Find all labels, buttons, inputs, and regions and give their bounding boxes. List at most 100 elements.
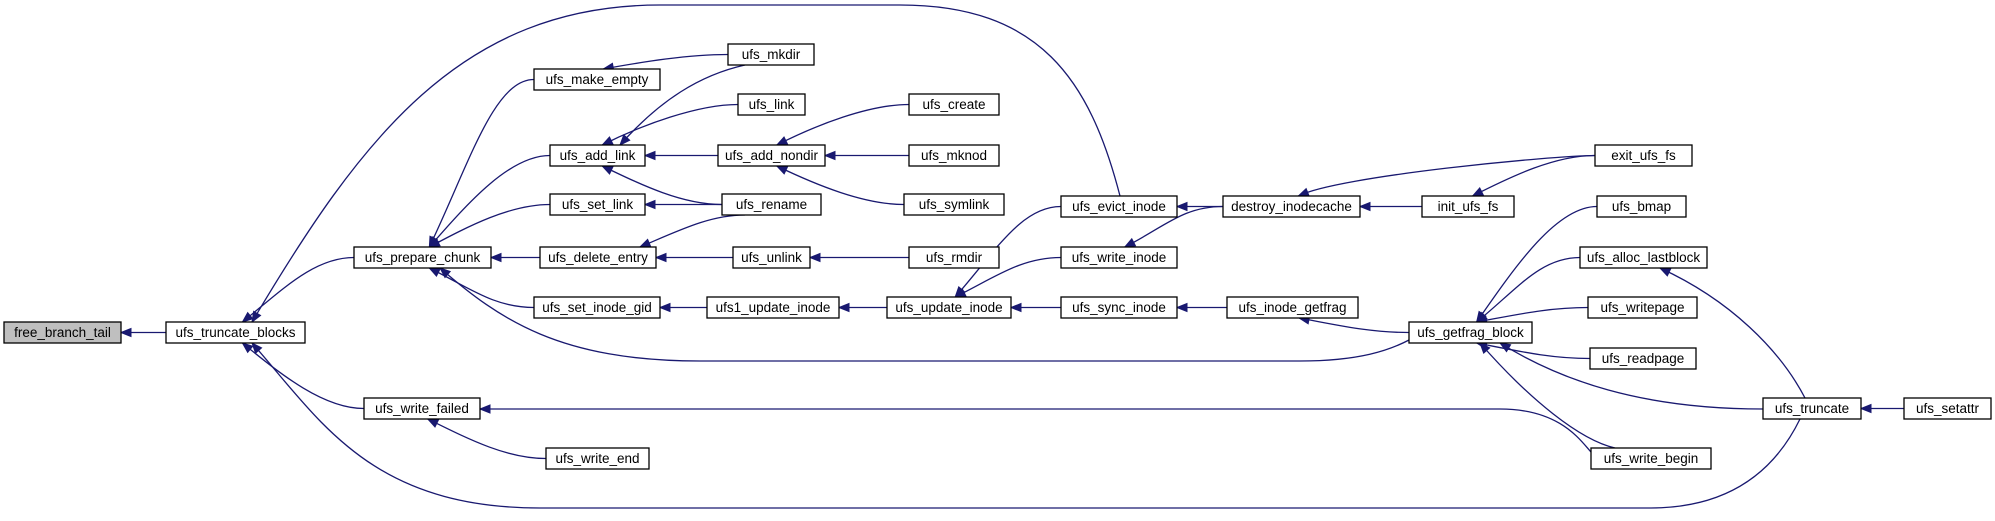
- node-ufs-set-link[interactable]: ufs_set_link: [549, 193, 646, 216]
- node-label: ufs_sync_inode: [1072, 300, 1166, 315]
- arrowhead-icon: [601, 136, 614, 146]
- edge-ufs_add_link-to-ufs_add_nondir: [643, 150, 718, 161]
- arrowhead-icon: [643, 199, 656, 210]
- edge-line: [603, 53, 729, 70]
- node-box: [908, 144, 1000, 167]
- node-ufs-truncate-blocks[interactable]: ufs_truncate_blocks: [165, 321, 306, 344]
- node-ufs-evict-inode[interactable]: ufs_evict_inode: [1060, 195, 1178, 218]
- edge-line: [1476, 205, 1598, 323]
- arrowhead-icon: [1175, 201, 1188, 212]
- node-ufs-mkdir[interactable]: ufs_mkdir: [727, 43, 815, 66]
- edge-line: [776, 165, 905, 206]
- node-ufs-rename[interactable]: ufs_rename: [721, 193, 822, 216]
- edge-ufs_prepare_chunk-to-ufs_delete_entry: [489, 252, 540, 263]
- arrowhead-icon: [1175, 302, 1188, 313]
- node-ufs-writepage[interactable]: ufs_writepage: [1587, 296, 1698, 319]
- edge-ufs_sync_inode-to-ufs_inode_getfrag: [1175, 302, 1227, 313]
- node-ufs-prepare-chunk[interactable]: ufs_prepare_chunk: [353, 246, 492, 269]
- node-ufs-make-empty[interactable]: ufs_make_empty: [533, 68, 661, 91]
- node-label: ufs_add_link: [560, 148, 636, 163]
- node-ufs-add-nondir[interactable]: ufs_add_nondir: [717, 144, 826, 167]
- node-init-ufs-fs[interactable]: init_ufs_fs: [1421, 195, 1515, 218]
- arrowhead-icon: [251, 341, 263, 355]
- arrowhead-icon: [658, 302, 671, 313]
- node-ufs-add-link[interactable]: ufs_add_link: [549, 144, 646, 167]
- edge-line: [776, 103, 910, 146]
- edge-line: [428, 78, 535, 248]
- node-ufs-write-end[interactable]: ufs_write_end: [545, 447, 650, 470]
- arrowhead-icon: [1479, 341, 1491, 354]
- edge-line: [251, 342, 1801, 509]
- node-ufs-link[interactable]: ufs_link: [737, 93, 806, 116]
- node-ufs-sync-inode[interactable]: ufs_sync_inode: [1060, 296, 1178, 319]
- node-ufs-unlink[interactable]: ufs_unlink: [732, 246, 811, 269]
- node-ufs-write-begin[interactable]: ufs_write_begin: [1590, 447, 1712, 470]
- node-ufs-truncate[interactable]: ufs_truncate: [1762, 397, 1862, 420]
- edge-line: [427, 418, 547, 460]
- edge-ufs_add_link-to-ufs_link: [601, 103, 739, 146]
- node-box: [1060, 246, 1178, 269]
- node-ufs-rmdir[interactable]: ufs_rmdir: [908, 246, 1000, 269]
- arrowhead-icon: [428, 267, 441, 277]
- node-label: ufs_link: [749, 97, 795, 112]
- node-exit-ufs-fs[interactable]: exit_ufs_fs: [1594, 144, 1693, 167]
- edge-line: [439, 267, 1410, 362]
- node-free-branch-tail[interactable]: free_branch_tail: [3, 321, 122, 344]
- node-label: ufs_update_inode: [895, 300, 1002, 315]
- edge-line: [1298, 154, 1596, 197]
- node-label: ufs_writepage: [1600, 300, 1684, 315]
- edge-destroy_inodecache-to-init_ufs_fs: [1358, 201, 1422, 212]
- node-ufs-setattr[interactable]: ufs_setattr: [1903, 397, 1992, 420]
- arrowhead-icon: [489, 252, 502, 263]
- node-ufs-mknod[interactable]: ufs_mknod: [908, 144, 1000, 167]
- node-ufs1-update-inode[interactable]: ufs1_update_inode: [706, 296, 840, 319]
- node-ufs-create[interactable]: ufs_create: [908, 93, 1000, 116]
- node-label: ufs_inode_getfrag: [1238, 300, 1346, 315]
- node-ufs-set-inode-gid[interactable]: ufs_set_inode_gid: [533, 296, 661, 319]
- node-ufs-symlink[interactable]: ufs_symlink: [903, 193, 1005, 216]
- node-destroy-inodecache[interactable]: destroy_inodecache: [1222, 195, 1361, 218]
- arrowhead-icon: [823, 150, 836, 161]
- edge-line: [601, 165, 723, 206]
- node-ufs-delete-entry[interactable]: ufs_delete_entry: [539, 246, 657, 269]
- node-ufs-write-inode[interactable]: ufs_write_inode: [1060, 246, 1178, 269]
- node-ufs-update-inode[interactable]: ufs_update_inode: [886, 296, 1012, 319]
- node-box: [545, 447, 650, 470]
- node-ufs-inode-getfrag[interactable]: ufs_inode_getfrag: [1226, 296, 1359, 319]
- edge-line: [1472, 154, 1596, 197]
- node-box: [533, 296, 661, 319]
- call-graph-edges: [119, 4, 1904, 509]
- edge-ufs_write_failed-to-ufs_write_begin: [478, 404, 1592, 453]
- node-box: [1903, 397, 1992, 420]
- edge-line: [1499, 342, 1764, 410]
- node-ufs-alloc-lastblock[interactable]: ufs_alloc_lastblock: [1579, 246, 1708, 269]
- edge-line: [428, 154, 551, 248]
- node-ufs-bmap[interactable]: ufs_bmap: [1596, 195, 1687, 218]
- call-graph-nodes: free_branch_tail ufs_truncate_blocks ufs_p…: [3, 43, 1992, 470]
- edge-ufs_delete_entry-to-ufs_rename: [638, 214, 746, 248]
- arrowhead-icon: [837, 302, 850, 313]
- node-label: free_branch_tail: [14, 325, 111, 340]
- arrowhead-icon: [478, 404, 491, 414]
- edge-ufs_write_failed-to-ufs_write_end: [426, 418, 547, 460]
- node-label: ufs_readpage: [1602, 351, 1685, 366]
- edge-ufs_prepare_chunk-to-ufs_set_link: [428, 203, 551, 248]
- edge-ufs_prepare_chunk-to-ufs_make_empty: [428, 78, 535, 249]
- node-ufs-getfrag-block[interactable]: ufs_getfrag_block: [1408, 321, 1533, 344]
- node-label: ufs_bmap: [1612, 199, 1671, 214]
- edge-ufs_truncate_blocks-to-ufs_evict_inode: [251, 4, 1121, 324]
- edge-line: [601, 103, 739, 146]
- node-label: exit_ufs_fs: [1611, 148, 1676, 163]
- edge-line: [954, 205, 1062, 298]
- node-box: [908, 246, 1000, 269]
- edge-ufs1_update_inode-to-ufs_update_inode: [837, 302, 887, 313]
- edge-line: [429, 267, 535, 309]
- node-label: ufs_unlink: [741, 250, 802, 265]
- node-ufs-write-failed[interactable]: ufs_write_failed: [363, 397, 481, 420]
- node-ufs-readpage[interactable]: ufs_readpage: [1589, 347, 1697, 370]
- node-label: destroy_inodecache: [1231, 199, 1352, 214]
- node-box: [549, 144, 646, 167]
- edge-ufs_alloc_lastblock-to-ufs_truncate: [1658, 267, 1806, 399]
- edge-ufs_unlink-to-ufs_rmdir: [808, 252, 909, 263]
